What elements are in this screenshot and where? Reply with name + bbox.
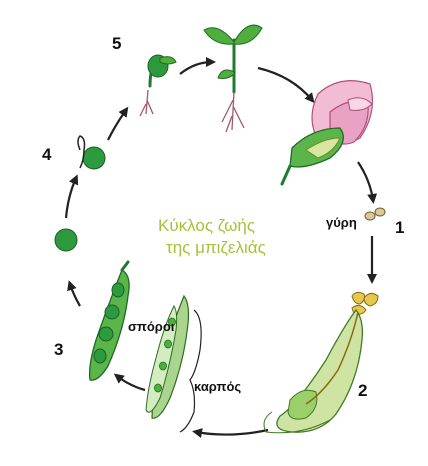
seeds-label: σπόροι bbox=[128, 319, 175, 334]
title-line-1: Κύκλος ζωής bbox=[158, 216, 255, 235]
stage-number-5: 5 bbox=[112, 34, 121, 53]
stage-number-2: 2 bbox=[358, 381, 367, 400]
pollen-grains-illustration bbox=[365, 208, 385, 220]
arrow-fruit-to-pod bbox=[117, 376, 145, 390]
stage-number-1: 1 bbox=[395, 218, 404, 237]
arrow-ovule-to-fruit bbox=[196, 430, 268, 435]
stage-number-4: 4 bbox=[42, 145, 52, 164]
fruit-label: καρπός bbox=[194, 379, 241, 394]
flower-illustration bbox=[282, 81, 372, 184]
arrow-seedling-to-young-plant bbox=[180, 62, 212, 74]
pea-pod-illustration bbox=[90, 262, 130, 380]
pollen-label: γύρη bbox=[326, 215, 357, 230]
ovule-fertilization-illustration bbox=[264, 292, 378, 432]
seedling-sprout-illustration bbox=[140, 55, 176, 116]
title-line-2: της μπιζελιάς bbox=[166, 238, 266, 257]
open-fruit-pod-illustration bbox=[146, 296, 201, 432]
arrow-plant-to-flower bbox=[258, 68, 312, 100]
arrow-seed-to-germination bbox=[66, 178, 76, 218]
arrow-germination-to-seedling bbox=[108, 110, 126, 140]
stage-number-3: 3 bbox=[54, 340, 63, 359]
single-seed-illustration bbox=[55, 229, 77, 251]
germinating-seed-illustration bbox=[78, 136, 105, 169]
young-plant-illustration bbox=[204, 25, 262, 132]
arrow-pod-to-seed bbox=[70, 284, 80, 306]
arrow-flower-to-pollen bbox=[358, 162, 373, 200]
